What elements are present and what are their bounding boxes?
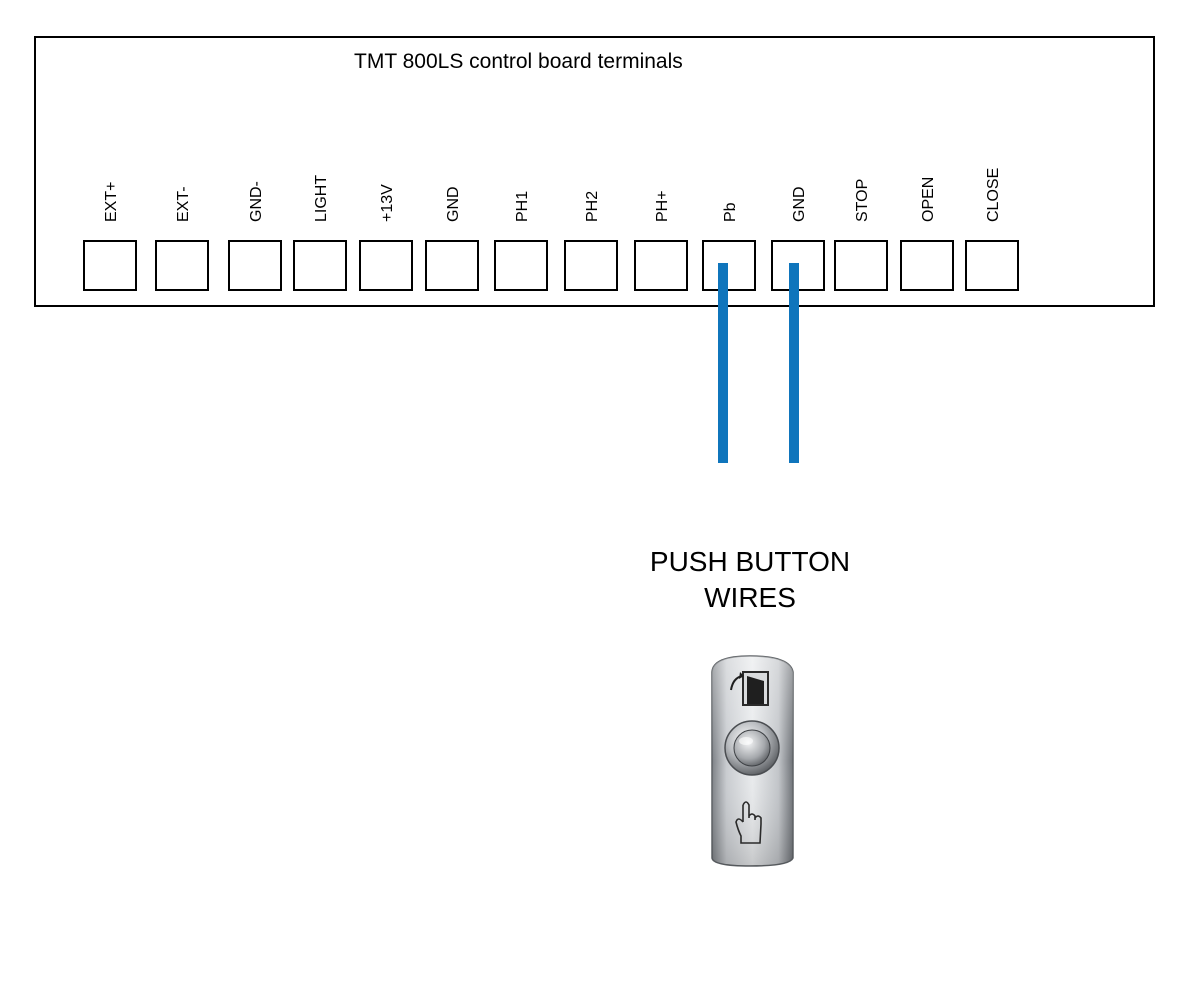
control-board: TMT 800LS control board terminals EXT+EX… (34, 36, 1155, 307)
board-title: TMT 800LS control board terminals (354, 50, 683, 73)
terminal-label-gnd-2: GND- (248, 181, 265, 222)
terminal-box-close-13 (965, 240, 1019, 291)
terminal-box-ph1-6 (494, 240, 548, 291)
terminal-box-ph-8 (634, 240, 688, 291)
terminal-label-stop-11: STOP (854, 179, 871, 222)
terminal-label-pb-9: Pb (722, 202, 739, 222)
terminal-label-gnd-5: GND (445, 186, 462, 222)
terminal-label-ph-8: PH+ (654, 190, 671, 222)
terminal-label-13v-4: +13V (379, 184, 396, 222)
terminal-label-ph2-7: PH2 (584, 191, 601, 222)
push-button-caption-line1: PUSH BUTTON (650, 546, 850, 577)
terminal-box-ext-0 (83, 240, 137, 291)
terminal-label-light-3: LIGHT (313, 175, 330, 222)
terminal-box-ph2-7 (564, 240, 618, 291)
hand-icon (735, 801, 762, 844)
terminal-label-ph1-6: PH1 (514, 191, 531, 222)
terminal-box-ext-1 (155, 240, 209, 291)
wire-gnd (789, 263, 799, 463)
terminal-box-stop-11 (834, 240, 888, 291)
terminal-box-gnd-5 (425, 240, 479, 291)
terminal-box-13v-4 (359, 240, 413, 291)
terminal-box-open-12 (900, 240, 954, 291)
terminal-box-light-3 (293, 240, 347, 291)
terminal-label-close-13: CLOSE (985, 168, 1002, 222)
push-button-caption-line2: WIRES (704, 582, 796, 613)
button-knob (733, 729, 771, 767)
terminal-box-pb-9 (702, 240, 756, 291)
wire-pb (718, 263, 728, 463)
door-icon (730, 671, 769, 706)
terminal-label-gnd-10: GND (791, 186, 808, 222)
terminal-label-open-12: OPEN (920, 177, 937, 222)
push-button-wires (718, 263, 799, 463)
terminal-box-gnd-2 (228, 240, 282, 291)
terminal-label-ext-1: EXT- (175, 186, 192, 222)
terminal-row: EXT+ EXT- GND- LIGHT +13V GND PH1 PH2 PH+ Pb GND ST… (83, 168, 1019, 291)
terminal-label-ext-0: EXT+ (103, 182, 120, 222)
push-button-image (711, 655, 794, 867)
